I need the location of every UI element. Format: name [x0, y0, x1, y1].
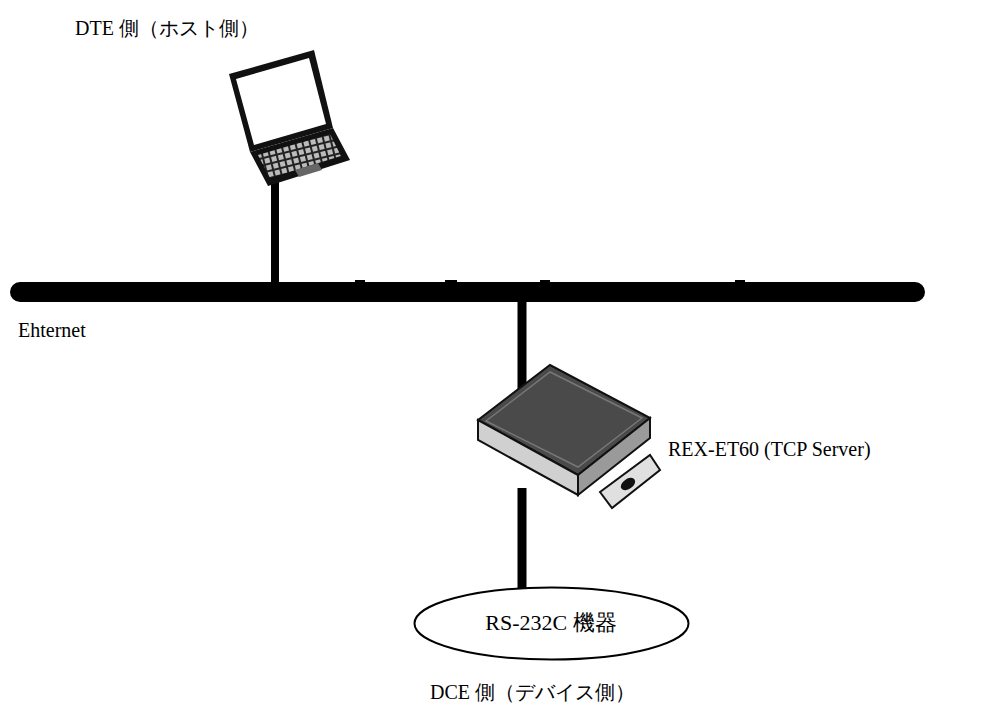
serial-cable [518, 488, 527, 588]
ethernet-bus [20, 282, 915, 302]
converter-device [478, 365, 660, 508]
network-label: Ehternet [18, 318, 86, 342]
laptop-icon [229, 50, 350, 186]
host-side-label: DTE 側（ホスト側） [75, 16, 259, 40]
node-text: RS-232C 機器 [485, 610, 616, 636]
device-label: REX-ET60 (TCP Server) [668, 437, 871, 461]
bus-taps [355, 280, 745, 284]
device-ellipse: RS-232C 機器 [413, 586, 690, 661]
drop-line [271, 170, 279, 292]
device-side-label: DCE 側（デバイス側） [430, 680, 635, 704]
